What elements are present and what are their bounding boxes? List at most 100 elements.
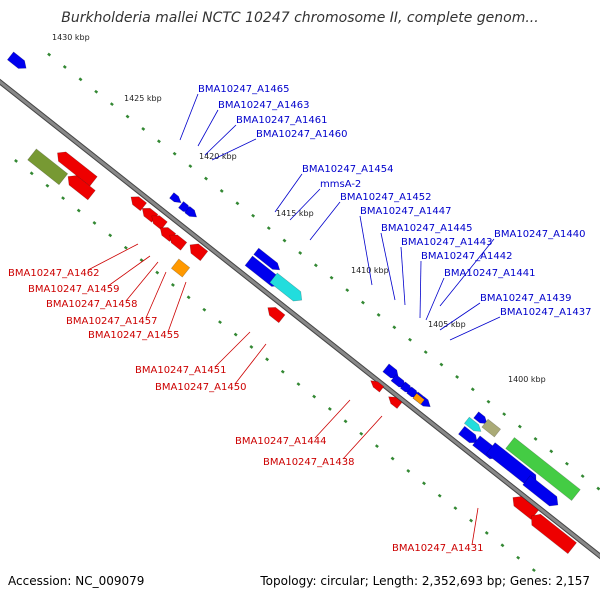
inner-tick-mark: [61, 196, 66, 201]
tick-label-1415-kbp: 1415 kbp: [276, 209, 314, 218]
label-leader-forward: [359, 215, 373, 286]
tick-label-1430-kbp: 1430 kbp: [52, 33, 90, 42]
orange-feature: [170, 258, 191, 278]
inner-tick-mark: [516, 555, 521, 560]
cds-reverse: [388, 396, 403, 409]
forward-gene-label: BMA10247_A1439: [480, 293, 571, 304]
tick-label-1400-kbp: 1400 kbp: [508, 375, 546, 384]
label-leader-forward: [419, 260, 422, 319]
outer-tick-mark: [408, 337, 412, 342]
outer-tick-mark: [596, 486, 600, 491]
forward-gene-label: BMA10247_A1441: [444, 268, 535, 279]
label-leader-forward: [197, 109, 219, 147]
outer-tick-mark: [251, 213, 256, 218]
cds-reverse: [531, 513, 577, 555]
label-leader-forward: [309, 201, 341, 241]
outer-tick-mark: [564, 461, 569, 466]
outer-tick-mark: [360, 300, 365, 305]
forward-gene-label: BMA10247_A1445: [381, 223, 472, 234]
label-leader-forward: [439, 302, 481, 331]
label-leader-reverse: [87, 243, 139, 271]
inner-tick-mark: [422, 481, 426, 486]
label-leader-forward: [204, 124, 237, 156]
cds-forward: [253, 247, 281, 271]
forward-gene-label: BMA10247_A1454: [302, 164, 393, 175]
label-leader-reverse: [342, 415, 383, 460]
cds-forward: [522, 475, 559, 507]
inner-tick-mark: [170, 283, 175, 287]
outer-tick-mark: [392, 325, 397, 330]
outer-tick-mark: [141, 127, 146, 131]
rna-feature: [463, 416, 482, 432]
outer-tick-mark: [533, 437, 538, 441]
green-feature: [505, 437, 581, 501]
forward-gene-label: mmsA-2: [320, 179, 361, 190]
forward-gene-label: BMA10247_A1442: [421, 251, 512, 262]
inner-tick-mark: [343, 419, 348, 424]
outer-tick-mark: [47, 52, 52, 57]
inner-tick-mark: [280, 369, 285, 374]
outer-tick-mark: [204, 176, 208, 181]
forward-gene-label: BMA10247_A1437: [500, 307, 591, 318]
inner-tick-mark: [500, 543, 505, 548]
inner-tick-mark: [202, 307, 207, 312]
orange-feature: [412, 392, 425, 405]
tick-label-1420-kbp: 1420 kbp: [199, 152, 237, 161]
label-leader-forward: [400, 246, 406, 306]
chromosome-backbone: [0, 79, 600, 559]
outer-tick-mark: [455, 375, 460, 379]
inner-tick-mark: [453, 506, 458, 511]
outer-tick-mark: [470, 387, 475, 392]
forward-gene-label: BMA10247_A1461: [236, 115, 327, 126]
inner-tick-mark: [359, 431, 364, 436]
cds-reverse: [267, 307, 286, 324]
tick-label-1425-kbp: 1425 kbp: [124, 94, 162, 103]
reverse-gene-label: BMA10247_A1431: [392, 543, 483, 554]
label-leader-forward: [449, 316, 501, 341]
forward-gene-label: BMA10247_A1452: [340, 192, 431, 203]
cds-forward: [6, 51, 27, 69]
outer-tick-mark: [502, 412, 507, 417]
outer-tick-mark: [517, 424, 522, 429]
outer-tick-mark: [376, 313, 381, 317]
outer-tick-mark: [549, 449, 554, 454]
inner-tick-mark: [186, 295, 191, 300]
inner-tick-mark: [437, 493, 442, 498]
label-leader-reverse: [145, 271, 167, 319]
label-leader-forward: [211, 138, 257, 161]
accession-text: Accession: NC_009079: [8, 574, 145, 588]
cds-forward: [458, 425, 478, 444]
cds-reverse: [67, 175, 96, 201]
label-leader-reverse: [214, 331, 251, 368]
outer-tick-mark: [439, 362, 444, 367]
cds-forward: [184, 206, 198, 218]
outer-tick-mark: [486, 399, 491, 404]
inner-tick-mark: [296, 382, 301, 387]
outer-tick-mark: [125, 114, 130, 119]
olive-feature: [27, 148, 69, 186]
reverse-gene-label: BMA10247_A1462: [8, 268, 99, 279]
reverse-gene-label: BMA10247_A1458: [46, 299, 137, 310]
inner-tick-mark: [14, 159, 18, 163]
outer-tick-mark: [298, 251, 303, 255]
inner-tick-mark: [155, 270, 160, 275]
genome-summary-text: Topology: circular; Length: 2,352,693 bp…: [260, 574, 590, 588]
label-leader-forward: [274, 173, 303, 213]
cds-forward: [485, 442, 537, 487]
outer-tick-mark: [423, 350, 428, 355]
label-leader-forward: [380, 232, 396, 301]
inner-tick-mark: [108, 233, 113, 238]
label-leader-reverse: [314, 399, 351, 439]
label-leader-reverse: [107, 255, 151, 287]
outer-tick-mark: [109, 102, 114, 107]
forward-gene-label: BMA10247_A1440: [494, 229, 585, 240]
cds-reverse: [151, 215, 168, 231]
outer-tick-mark: [78, 77, 83, 82]
outer-tick-mark: [282, 238, 287, 243]
inner-tick-mark: [265, 357, 270, 362]
outer-tick-mark: [62, 65, 67, 69]
outer-tick-mark: [313, 263, 318, 268]
label-leader-reverse: [167, 281, 187, 333]
inner-tick-mark: [233, 332, 238, 337]
